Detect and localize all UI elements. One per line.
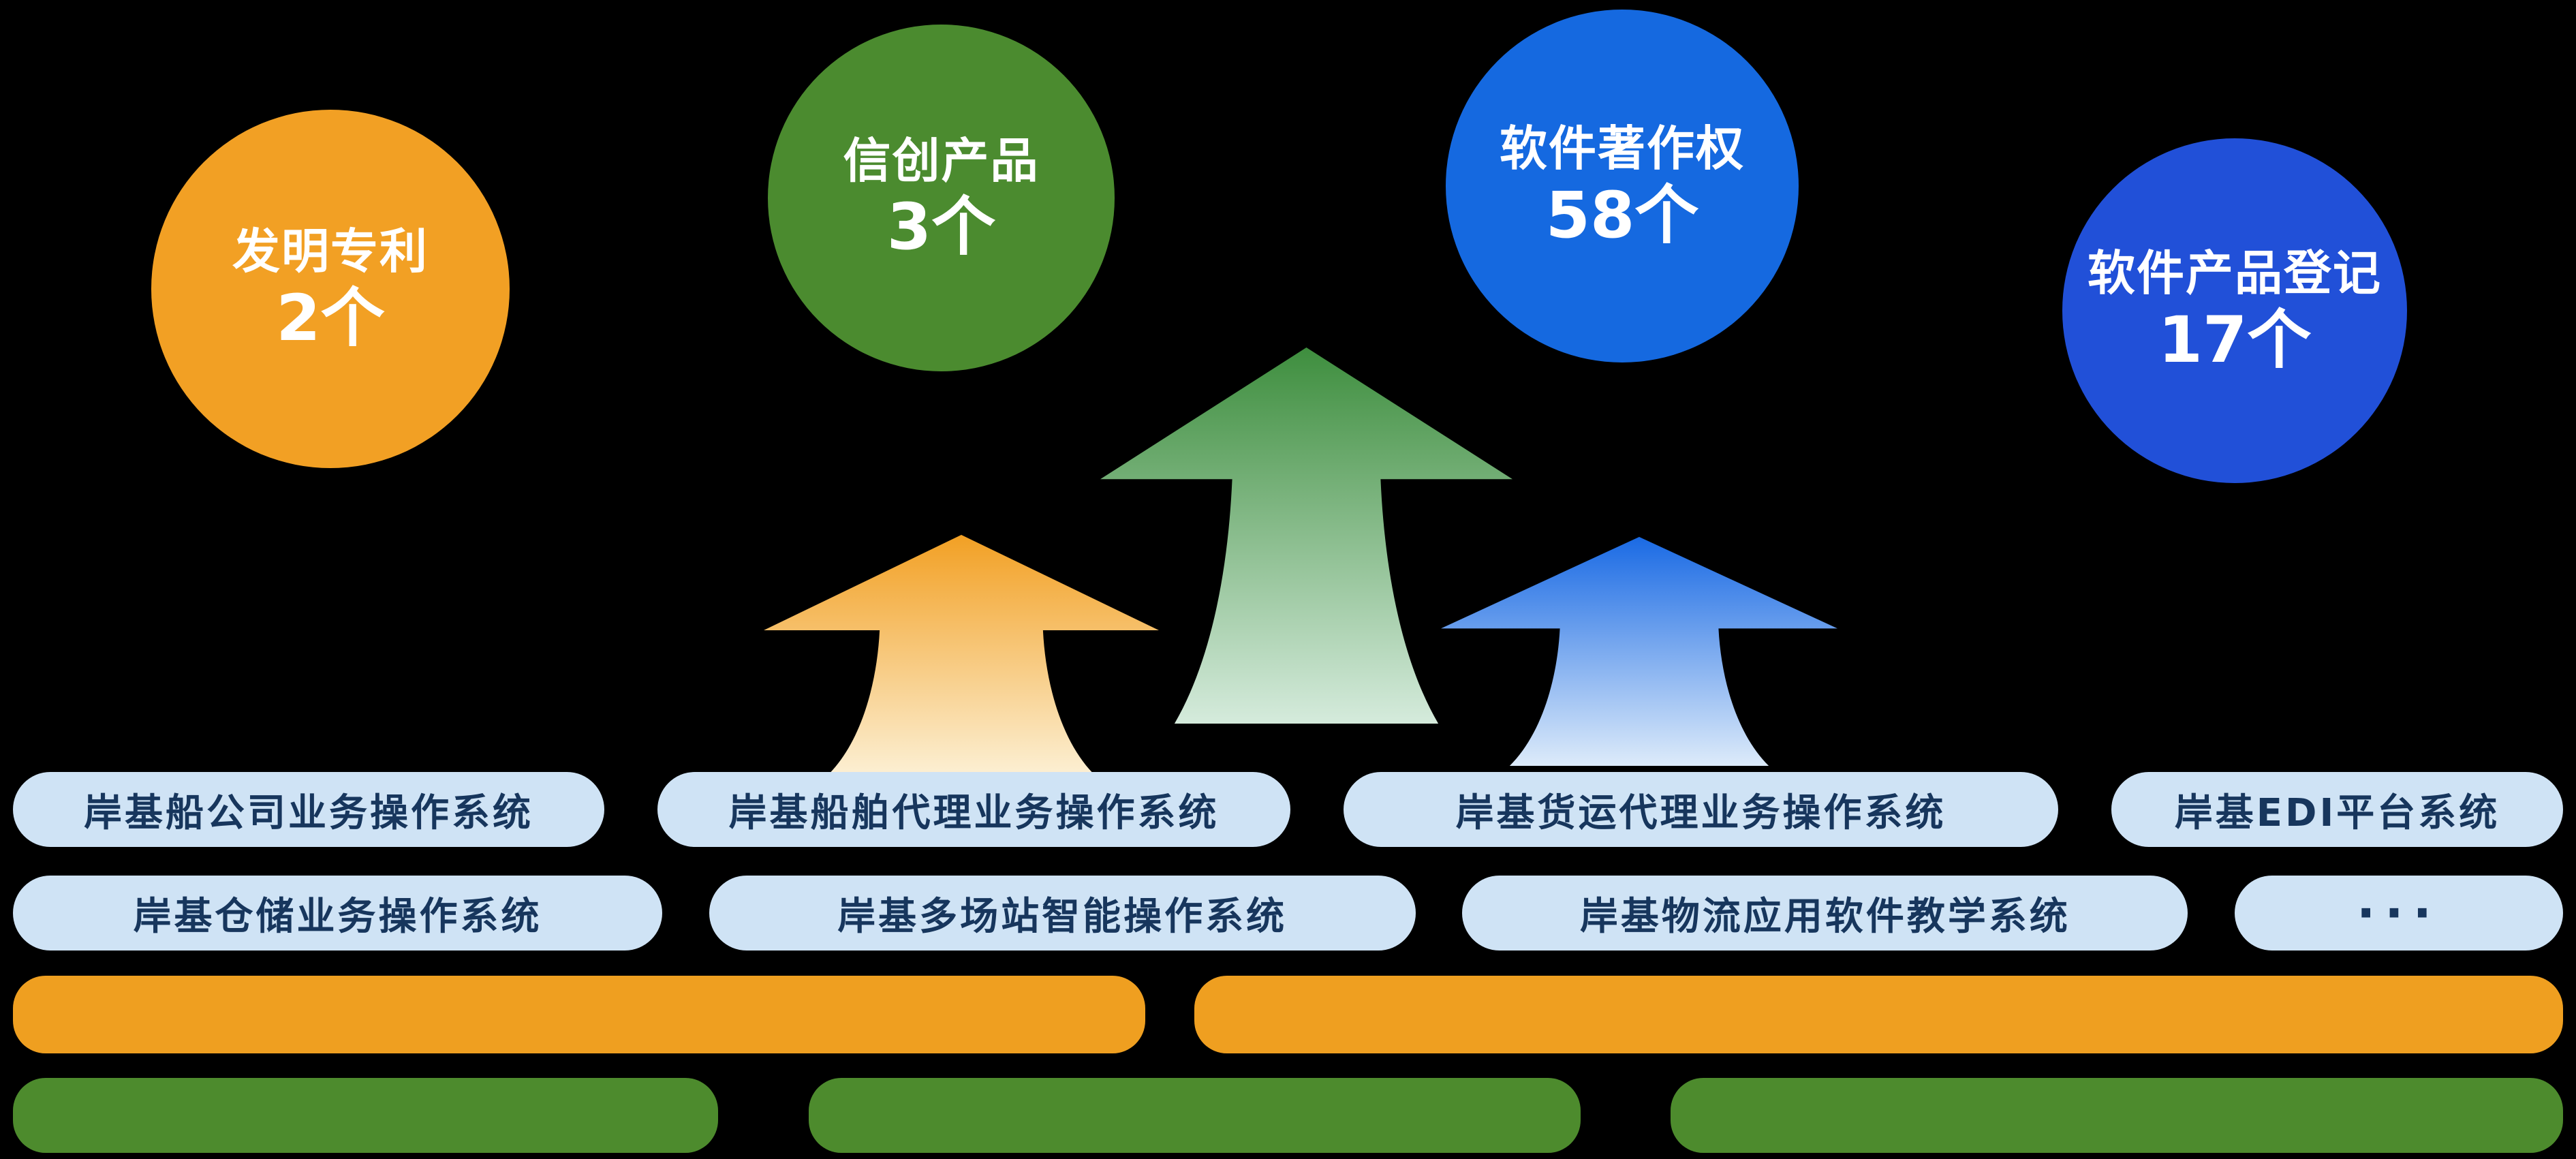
stat-label: 信创产品 <box>843 132 1040 189</box>
green-bar-segment-1 <box>13 1078 718 1153</box>
stat-circle-invention-patents: 发明专利 2个 <box>151 110 510 468</box>
system-pill-row-1: 岸基船公司业务操作系统 岸基船舶代理业务操作系统 岸基货运代理业务操作系统 岸基… <box>13 772 2563 847</box>
stat-label: 软件产品登记 <box>2088 245 2382 302</box>
stat-label: 发明专利 <box>232 223 429 280</box>
system-pill-label: 岸基物流应用软件教学系统 <box>1579 894 2070 939</box>
system-pill-ship-company: 岸基船公司业务操作系统 <box>13 772 604 847</box>
stat-count: 2个 <box>276 281 385 356</box>
stat-count: 58个 <box>1545 178 1699 253</box>
system-pill-label: 岸基仓储业务操作系统 <box>133 894 542 939</box>
stat-count: 3个 <box>886 190 996 265</box>
system-pill-edi-platform: 岸基EDI平台系统 <box>2111 772 2563 847</box>
system-pill-row-2: 岸基仓储业务操作系统 岸基多场站智能操作系统 岸基物流应用软件教学系统 ··· <box>13 876 2563 951</box>
stat-label: 软件著作权 <box>1500 121 1745 177</box>
blue-up-arrow-icon <box>1441 537 1837 766</box>
orange-bar-segment-2 <box>1194 976 2563 1053</box>
system-pill-freight-forwarding: 岸基货运代理业务操作系统 <box>1344 772 2058 847</box>
stat-count: 17个 <box>2158 303 2312 377</box>
ellipsis-label: ··· <box>2356 884 2441 942</box>
system-pill-label: 岸基船公司业务操作系统 <box>84 790 533 835</box>
system-pill-multi-yard: 岸基多场站智能操作系统 <box>709 876 1416 951</box>
system-pill-label: 岸基船舶代理业务操作系统 <box>728 790 1220 835</box>
stat-circle-software-copyrights: 软件著作权 58个 <box>1446 10 1799 362</box>
orange-up-arrow-icon <box>764 535 1159 773</box>
stat-circle-software-registrations: 软件产品登记 17个 <box>2062 138 2407 483</box>
system-pill-ship-agency: 岸基船舶代理业务操作系统 <box>657 772 1290 847</box>
system-pill-warehousing: 岸基仓储业务操作系统 <box>13 876 662 951</box>
system-pill-logistics-teaching: 岸基物流应用软件教学系统 <box>1462 876 2188 951</box>
system-pill-more-ellipsis: ··· <box>2234 876 2563 951</box>
green-up-arrow-icon <box>1100 347 1512 724</box>
orange-bar-row <box>13 976 2563 1053</box>
system-pill-label: 岸基多场站智能操作系统 <box>837 894 1288 939</box>
system-pill-label: 岸基货运代理业务操作系统 <box>1455 790 1946 835</box>
green-bar-segment-2 <box>808 1078 1581 1153</box>
green-bar-row <box>13 1078 2563 1153</box>
orange-bar-segment-1 <box>13 976 1145 1053</box>
system-pill-label: 岸基EDI平台系统 <box>2174 790 2500 835</box>
green-bar-segment-3 <box>1671 1078 2563 1153</box>
stat-circle-xinchuang-products: 信创产品 3个 <box>768 25 1115 371</box>
